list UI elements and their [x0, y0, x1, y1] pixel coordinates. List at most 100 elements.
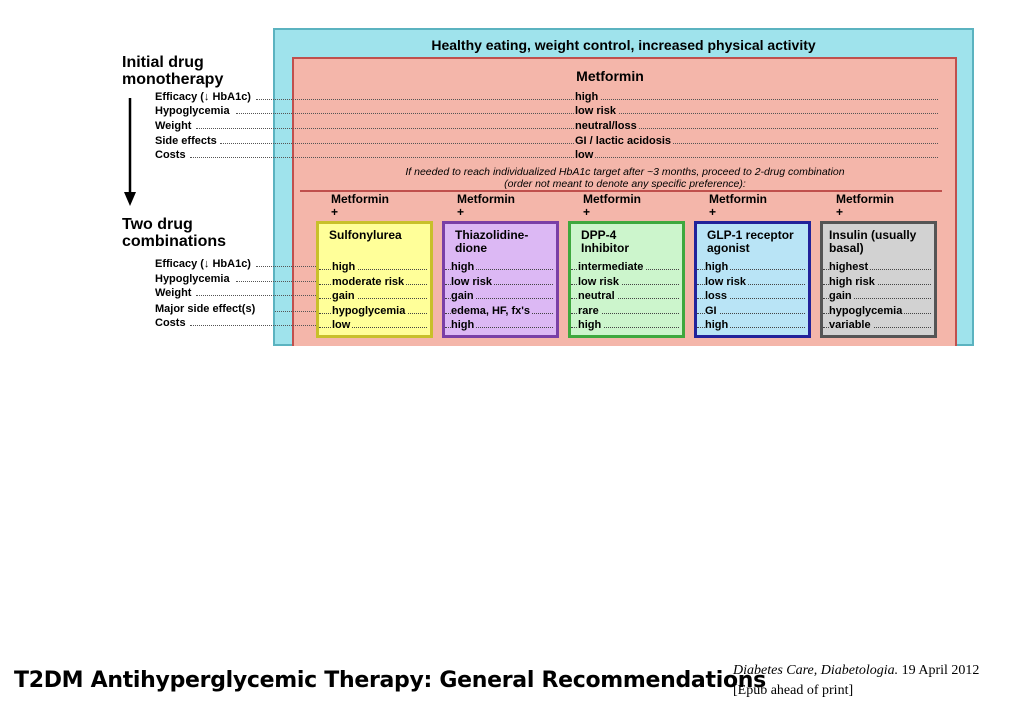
drug-value-efficacy: intermediate [578, 261, 646, 274]
drug-value-side-effects: hypoglycemia [332, 305, 408, 318]
combo-row-hypoglycemia-label: Hypoglycemia [155, 273, 230, 285]
box-leader [319, 298, 427, 299]
drug-name-line2: dione [455, 241, 487, 255]
combo-header-5-plus: + [836, 205, 844, 219]
drug-name-line2: basal) [829, 241, 864, 255]
drug-value-hypoglycemia: moderate risk [332, 276, 407, 289]
drug-name: Insulin (usually basal) [829, 229, 916, 255]
drug-name: Sulfonylurea [329, 229, 402, 242]
stage2-title-line2: combinations [122, 233, 227, 250]
box-leader [571, 298, 679, 299]
mono-value-efficacy: high [575, 91, 601, 104]
mono-row-efficacy-label: Efficacy (↓ HbA1c) [155, 91, 251, 103]
drug-value-weight: gain [332, 290, 357, 303]
combo-header-3-plus: + [583, 205, 591, 219]
box-leader [445, 298, 553, 299]
box-leader [571, 327, 679, 328]
combo-row-efficacy-label: Efficacy (↓ HbA1c) [155, 258, 251, 270]
box-leader [445, 327, 553, 328]
mono-value-weight: neutral/loss [575, 120, 639, 133]
drug-name: GLP-1 receptor agonist [707, 229, 794, 255]
combo-row-side-effects-label: Major side effect(s) [155, 303, 256, 315]
drug-name: DPP-4 Inhibitor [581, 229, 629, 255]
combination-note: If needed to reach individualized HbA1c … [300, 166, 950, 190]
mono-row-weight-label: Weight [155, 120, 192, 132]
combo-leader-weight [196, 295, 316, 296]
drug-value-costs: high [705, 319, 731, 332]
combo-row-weight-label: Weight [155, 287, 192, 299]
drug-value-hypoglycemia: low risk [705, 276, 748, 289]
box-leader [697, 269, 805, 270]
drug-value-costs: high [451, 319, 477, 332]
combo-header-1: Metformin + [331, 193, 389, 219]
down-arrow-icon [124, 98, 136, 206]
combo-header-3-metformin: Metformin [583, 192, 641, 206]
drug-box-glp1-receptor-agonist: GLP-1 receptor agonist high low risk los… [694, 221, 811, 338]
stage2-title-line1: Two drug [122, 216, 193, 233]
combination-note-line2: (order not meant to denote any specific … [504, 178, 746, 190]
box-leader [445, 284, 553, 285]
drug-value-hypoglycemia: low risk [451, 276, 494, 289]
mono-leader-costs [190, 157, 938, 158]
box-leader [445, 269, 553, 270]
drug-value-hypoglycemia: low risk [578, 276, 621, 289]
mono-row-side-effects-label: Side effects [155, 135, 217, 147]
combo-leader-costs [190, 325, 316, 326]
stage1-title: Initial drug monotherapy [122, 54, 223, 88]
box-leader [571, 284, 679, 285]
combo-header-5: Metformin + [836, 193, 894, 219]
combo-header-2-plus: + [457, 205, 465, 219]
combination-note-line1: If needed to reach individualized HbA1c … [405, 166, 845, 178]
drug-value-efficacy: high [705, 261, 731, 274]
combo-header-4-metformin: Metformin [709, 192, 767, 206]
combo-header-2-metformin: Metformin [457, 192, 515, 206]
drug-name-line1: GLP-1 receptor [707, 228, 794, 242]
box-leader [319, 327, 427, 328]
combo-leader-hypoglycemia [236, 281, 316, 282]
metformin-title: Metformin [576, 68, 644, 84]
drug-name-line2: agonist [707, 241, 750, 255]
stage1-title-line2: monotherapy [122, 71, 224, 88]
drug-box-thiazolidinedione: Thiazolidine- dione high low risk gain e… [442, 221, 559, 338]
citation-journals: Diabetes Care, Diabetologia. [733, 663, 899, 678]
citation-line1: Diabetes Care, Diabetologia. 19 April 20… [733, 663, 979, 679]
box-leader [823, 298, 931, 299]
drug-value-side-effects: GI [705, 305, 719, 318]
box-leader [697, 298, 805, 299]
mono-row-costs-label: Costs [155, 149, 186, 161]
drug-name: Thiazolidine- dione [455, 229, 528, 255]
stage2-title: Two drug combinations [122, 216, 226, 250]
drug-name-line1: Thiazolidine- [455, 228, 529, 242]
combo-leader-efficacy [256, 266, 316, 267]
drug-box-insulin: Insulin (usually basal) highest high ris… [820, 221, 937, 338]
box-leader [823, 269, 931, 270]
drug-value-efficacy: high [332, 261, 358, 274]
drug-name-line1: Sulfonylurea [329, 228, 402, 242]
drug-value-efficacy: high [451, 261, 477, 274]
mono-value-hypoglycemia: low risk [575, 105, 618, 118]
combo-header-1-metformin: Metformin [331, 192, 389, 206]
combo-row-costs-label: Costs [155, 317, 186, 329]
combo-header-5-metformin: Metformin [836, 192, 894, 206]
drug-value-costs: variable [829, 319, 873, 332]
drug-value-side-effects: rare [578, 305, 601, 318]
drug-value-costs: high [578, 319, 604, 332]
drug-name-line1: DPP-4 [581, 228, 617, 242]
mono-value-costs: low [575, 149, 596, 162]
stage1-title-line1: Initial drug [122, 54, 204, 71]
citation-date: 19 April 2012 [898, 663, 980, 678]
drug-value-hypoglycemia: high risk [829, 276, 877, 289]
mono-leader-weight [196, 128, 938, 129]
drug-value-efficacy: highest [829, 261, 871, 274]
drug-value-side-effects: edema, HF, fx's [451, 305, 533, 318]
box-leader [823, 327, 931, 328]
lifestyle-title: Healthy eating, weight control, increase… [431, 37, 816, 53]
drug-name-line1: Insulin (usually [829, 228, 917, 242]
drug-value-weight: loss [705, 290, 730, 303]
combo-header-3: Metformin + [583, 193, 641, 219]
box-leader [319, 269, 427, 270]
drug-value-costs: low [332, 319, 353, 332]
combo-leader-side-effects [275, 311, 316, 312]
box-leader [697, 327, 805, 328]
box-leader [697, 284, 805, 285]
